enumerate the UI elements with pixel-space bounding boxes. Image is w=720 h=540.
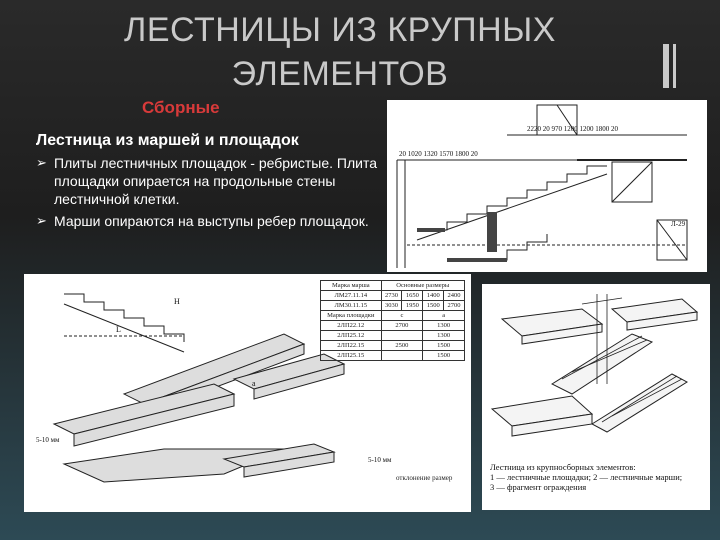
label-gap2: 5-10 мм <box>368 456 392 464</box>
label-a: a <box>252 379 256 388</box>
arrow-bullet-icon: ➢ <box>36 155 47 170</box>
deviation-note: отклонение размер <box>396 474 453 482</box>
table-cell: 1950 <box>401 300 424 311</box>
table-row: 2ЛП25.15 1500 <box>320 350 465 361</box>
table-cell: 2ЛП25.12 <box>320 330 382 341</box>
section-heading: Лестница из маршей и площадок <box>36 132 299 149</box>
text-block: Лестница из маршей и площадок ➢ Плиты ле… <box>36 132 386 234</box>
table-cell: 1500 <box>422 340 465 351</box>
table-cell: 2730 <box>380 290 403 301</box>
table-header: Марка площадки <box>320 310 382 321</box>
table-cell: 2ЛП25.15 <box>320 350 382 361</box>
slide-subtitle: Сборные <box>142 98 220 117</box>
table-cell: ЛМ30.11.15 <box>320 300 382 311</box>
table-header: Основные размеры <box>380 280 466 291</box>
stair-section-svg: 2220 20 970 1200 1200 1800 20 20 1020 13… <box>396 104 688 268</box>
table-cell: 1400 <box>422 290 445 301</box>
drawing-caption: Лестница из крупносборных элементов: 1 —… <box>490 462 704 492</box>
slide-title: ЛЕСТНИЦЫ ИЗ КРУПНЫХ ЭЛЕМЕНТОВ <box>124 11 556 93</box>
table-header: c <box>380 310 424 321</box>
table-cell: ЛМ27.11.14 <box>320 290 382 301</box>
stair-isometric-drawing: Лестница из крупносборных элементов: 1 —… <box>482 284 710 510</box>
dims-top: 2220 20 970 1200 1200 1800 20 <box>527 125 619 133</box>
bullet-item: ➢ Марши опираются на выступы ребер площа… <box>36 212 386 230</box>
table-cell: 1650 <box>401 290 424 301</box>
table-row: 2ЛП25.12 1300 <box>320 330 465 341</box>
table-header: a <box>422 310 465 321</box>
table-cell: 2ЛП22.12 <box>320 320 382 331</box>
table-cell <box>380 350 424 361</box>
table-cell: 1500 <box>422 350 465 361</box>
table-cell: 2400 <box>443 290 465 301</box>
stair-isometric-svg <box>490 294 699 437</box>
caption-line: 3 — фрагмент ограждения <box>490 482 587 492</box>
bullet-text: Плиты лестничных площадок - ребристые. П… <box>54 155 378 207</box>
dims-mid: 20 1020 1320 1570 1800 20 <box>399 150 478 158</box>
table-cell: 2700 <box>380 320 424 331</box>
label-h: H <box>174 297 180 306</box>
stair-section-drawing: 2220 20 970 1200 1200 1800 20 20 1020 13… <box>387 100 707 272</box>
table-cell: 1300 <box>422 330 465 341</box>
table-cell <box>380 330 424 341</box>
arrow-bullet-icon: ➢ <box>36 213 47 228</box>
table-cell: 1500 <box>422 300 445 311</box>
label-right: Л-29 <box>671 220 686 228</box>
table-cell: 2ЛП22.15 <box>320 340 382 351</box>
label-gap1: 5-10 мм <box>36 436 60 444</box>
caption-line: 1 — лестничные площадки; 2 — лестничные … <box>490 472 683 482</box>
stair-elements-svg: H L a 5-10 мм 5-10 мм <box>36 293 392 483</box>
table-cell: 3030 <box>380 300 403 311</box>
table-cell: 2700 <box>443 300 465 311</box>
table-cell: 2500 <box>380 340 424 351</box>
table-header: Марка марша <box>320 280 382 291</box>
table-cell: 1300 <box>422 320 465 331</box>
bullet-text: Марши опираются на выступы ребер площадо… <box>54 213 369 229</box>
bullet-item: ➢ Плиты лестничных площадок - ребристые.… <box>36 154 386 208</box>
label-l: L <box>116 325 121 334</box>
caption-title: Лестница из крупносборных элементов: <box>490 462 636 472</box>
